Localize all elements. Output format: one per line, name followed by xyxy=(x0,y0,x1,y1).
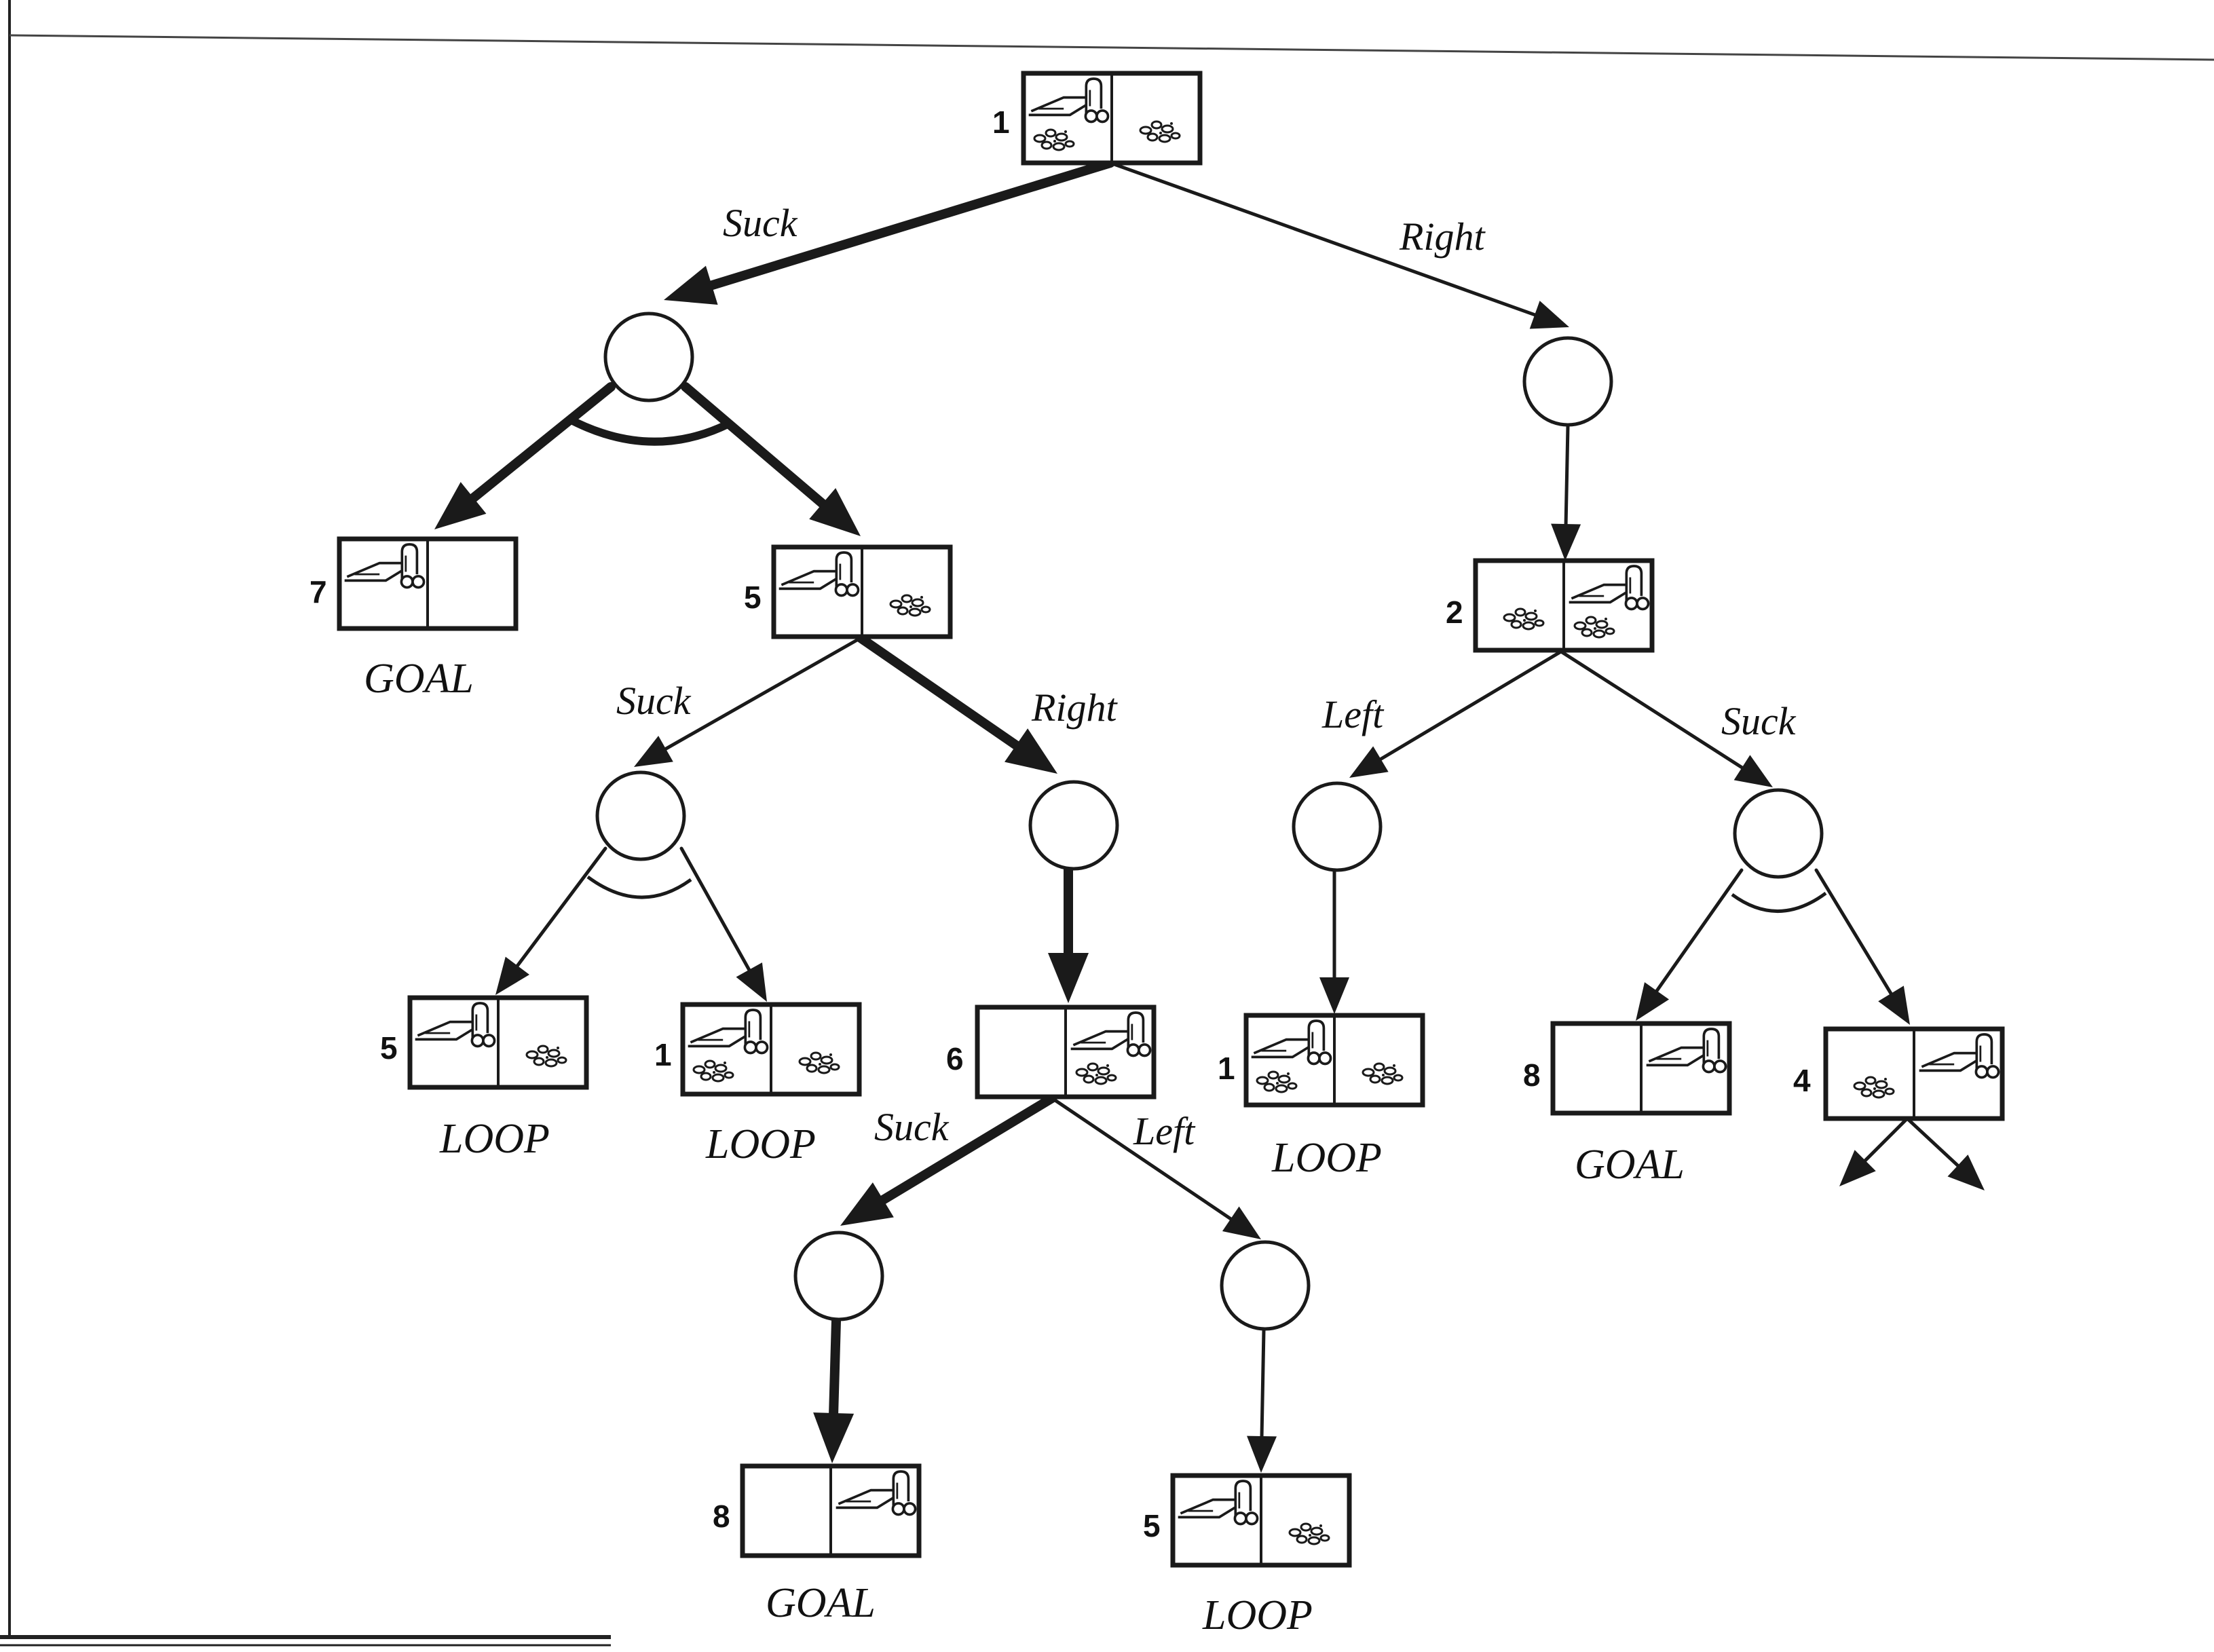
state-node-n5b xyxy=(407,995,589,1090)
state-number-n6: 6 xyxy=(946,1041,964,1076)
action-label-n6-left: Left xyxy=(1133,1109,1196,1153)
state-number-root: 1 xyxy=(992,105,1010,140)
state-node-n7 xyxy=(337,536,519,631)
edge-n6-left xyxy=(1050,1096,1261,1239)
status-label-n5b: LOOP xyxy=(439,1116,550,1162)
state-node-n2 xyxy=(1473,558,1655,653)
status-label-n8a: GOAL xyxy=(766,1580,876,1626)
edge-c8-to-n5c xyxy=(1247,1328,1277,1473)
status-label-n8b: GOAL xyxy=(1575,1142,1685,1188)
edge-c7-to-n8a xyxy=(813,1316,855,1463)
status-label-n7: GOAL xyxy=(364,656,474,702)
state-node-n6 xyxy=(975,1005,1157,1100)
edge-n6-suck xyxy=(840,1093,1057,1226)
action-label-root-suck: Suck xyxy=(723,201,798,245)
and-arc-c3 xyxy=(586,875,692,899)
status-label-n1a: LOOP xyxy=(705,1121,816,1167)
state-node-n1a xyxy=(680,1002,862,1097)
edge-c6-to-n4 xyxy=(1814,868,1910,1025)
edge-c3-to-n5b xyxy=(495,846,607,995)
edge-n4-continue-right xyxy=(1905,1116,1985,1190)
edges-layer xyxy=(434,158,1985,1473)
edge-c6-to-n8b xyxy=(1636,868,1744,1021)
edge-c3-to-n1a xyxy=(679,846,767,1002)
state-number-n2: 2 xyxy=(1446,595,1463,630)
edge-c4-to-n6 xyxy=(1048,865,1089,1003)
or-node-c3 xyxy=(595,770,686,861)
edge-n5a-suck xyxy=(634,636,863,767)
and-arcs-layer xyxy=(565,414,1827,913)
action-label-n2-left: Left xyxy=(1321,692,1385,736)
action-label-n2-suck: Suck xyxy=(1721,699,1797,743)
edge-c1-to-n7 xyxy=(434,382,616,529)
state-number-n5b: 5 xyxy=(380,1030,398,1066)
or-nodes-layer xyxy=(595,312,1824,1331)
status-label-n1b: LOOP xyxy=(1271,1135,1382,1181)
and-arc-c1 xyxy=(565,414,728,446)
action-label-n5-suck: Suck xyxy=(616,679,692,723)
state-node-n4 xyxy=(1823,1026,2005,1121)
or-node-c8 xyxy=(1220,1240,1311,1331)
state-nodes-layer xyxy=(337,71,2005,1568)
state-number-n7: 7 xyxy=(309,574,327,609)
action-label-n6-suck: Suck xyxy=(874,1105,950,1149)
or-node-c7 xyxy=(793,1231,884,1321)
state-node-root xyxy=(1021,71,1203,166)
or-node-c4 xyxy=(1028,780,1119,871)
state-node-n8a xyxy=(740,1463,922,1558)
edge-c1-to-n5a xyxy=(681,382,861,536)
edge-n2-left xyxy=(1349,650,1563,778)
or-node-c1 xyxy=(603,312,694,402)
state-node-n5a xyxy=(771,544,953,639)
edge-n5a-right xyxy=(856,633,1057,774)
state-number-n8b: 8 xyxy=(1523,1057,1541,1093)
edge-root-right xyxy=(1108,161,1569,329)
edge-n4-continue-left xyxy=(1839,1116,1909,1186)
state-node-n1b xyxy=(1243,1013,1425,1108)
page-border-top xyxy=(9,34,2214,61)
state-number-n8a: 8 xyxy=(713,1499,730,1534)
or-node-c5 xyxy=(1292,781,1383,872)
state-number-n1b: 1 xyxy=(1218,1051,1235,1086)
action-label-n5-right: Right xyxy=(1031,686,1119,730)
or-node-c2 xyxy=(1522,336,1613,427)
state-node-n8b xyxy=(1550,1021,1732,1116)
edge-c5-to-n1b xyxy=(1319,869,1349,1014)
edge-root-suck xyxy=(664,158,1115,305)
state-number-n1a: 1 xyxy=(654,1037,672,1072)
state-number-n5a: 5 xyxy=(744,580,762,615)
status-label-n5c: LOOP xyxy=(1202,1592,1313,1638)
and-arc-c6 xyxy=(1731,891,1827,913)
state-number-n4: 4 xyxy=(1793,1063,1811,1098)
edge-n2-suck xyxy=(1559,650,1773,787)
or-node-c6 xyxy=(1733,788,1824,879)
state-node-n5c xyxy=(1170,1473,1352,1568)
state-number-n5c: 5 xyxy=(1143,1508,1161,1543)
edge-c2-to-n2 xyxy=(1551,424,1581,561)
action-label-root-right: Right xyxy=(1399,214,1486,259)
